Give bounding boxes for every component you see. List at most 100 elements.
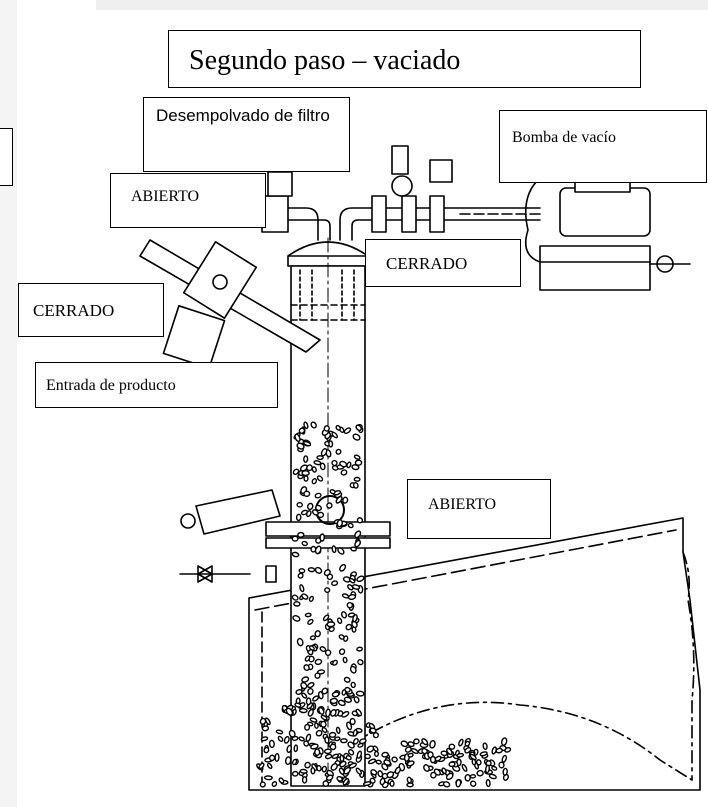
granule [464,747,472,754]
granule [291,535,299,542]
granule [315,504,322,512]
granule [448,761,456,768]
granule [325,708,331,718]
granule [469,780,477,787]
granule [308,645,315,651]
granule [335,726,341,734]
granule [350,546,357,552]
granule [317,691,324,700]
granule [356,517,364,524]
granular-product [256,421,512,789]
granule [307,618,314,625]
granule [322,780,330,787]
granule [292,758,298,766]
granule [312,695,320,702]
granule [491,765,498,771]
granule [261,725,270,732]
granule [299,768,308,774]
granule [307,567,316,573]
granule [429,739,436,749]
granule [319,646,327,653]
granule [369,727,377,734]
granule [407,752,414,758]
granule [311,478,318,485]
granule [352,729,358,737]
granule [404,746,412,753]
granule [433,768,441,776]
granule [346,461,352,469]
granule [342,777,350,786]
granule [307,708,314,717]
granule [268,739,275,749]
granule [332,659,338,666]
granule [356,575,365,583]
granule [347,741,355,749]
granule [413,738,420,745]
granule [307,687,314,695]
granule [502,767,508,776]
granule [353,476,361,482]
granule [321,727,328,733]
granule [310,767,316,775]
granule [259,781,266,788]
cropped-edge-box [0,128,13,186]
granule [301,470,310,477]
granule [335,495,343,504]
granule [264,717,271,726]
granule [469,753,477,761]
granule [455,778,462,788]
granule [320,714,328,721]
granule [400,740,409,748]
granule [302,440,312,447]
granule [357,742,364,748]
granule [299,584,305,593]
granule [297,531,305,538]
discharge-valve-open-label: ABIERTO [407,479,551,539]
granule [259,717,267,725]
granule [347,594,357,600]
granule [406,776,412,784]
granule [258,762,265,770]
granule [304,723,311,731]
granule [406,760,415,767]
granule [324,587,331,594]
granule [353,696,360,704]
granule [458,738,464,747]
granule [328,440,334,448]
granule [283,736,290,744]
granule [389,780,395,787]
granule [347,522,354,529]
granule [446,747,453,756]
granule [338,648,346,656]
granule [293,601,301,607]
granule [314,748,321,756]
granule [340,738,348,744]
granule [331,545,337,554]
granule [295,513,302,522]
granule [329,743,337,751]
granule [314,545,322,555]
granule [456,752,465,758]
granule [316,765,322,772]
granule [303,740,310,747]
granule [336,775,343,782]
granule [346,601,354,609]
granule [317,511,325,519]
granule [476,769,484,777]
granule [315,729,323,737]
granule [291,551,300,558]
granule [309,635,316,641]
granule [324,736,330,744]
granule [367,758,377,765]
granule [381,763,389,771]
granule [345,623,353,631]
granule [479,751,488,757]
granule [410,748,419,754]
granule [351,584,361,590]
granule [277,735,284,742]
granule [301,776,308,784]
granule [341,710,350,718]
granule [304,612,312,618]
granule [308,595,314,602]
